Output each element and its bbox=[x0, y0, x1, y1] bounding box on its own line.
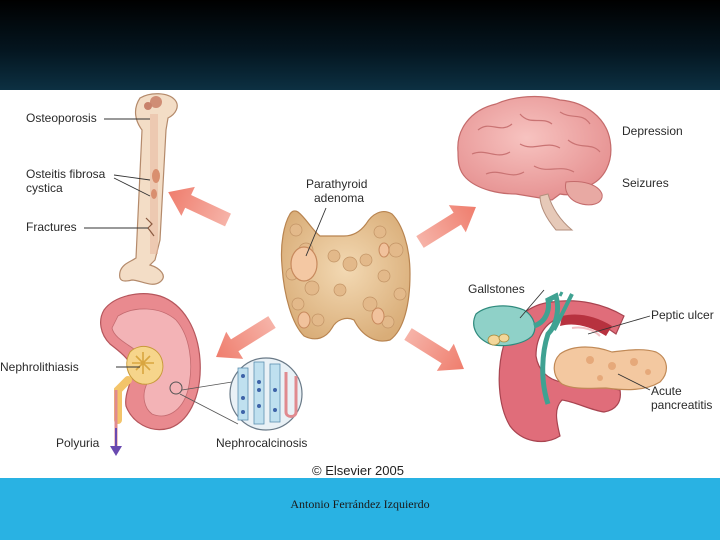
arrow-to-brain-icon bbox=[412, 193, 485, 255]
label-acute-line1: Acute bbox=[651, 385, 682, 398]
nephrocalcinosis-zoom bbox=[230, 358, 302, 430]
label-osteitis-fibrosa-line2: cystica bbox=[26, 182, 63, 195]
hyperparathyroidism-figure: Osteoporosis Osteitis fibrosa cystica Fr… bbox=[0, 90, 720, 478]
bone-illustration bbox=[120, 94, 178, 285]
arrow-to-digestive-icon bbox=[400, 320, 473, 382]
digestive-organs-illustration bbox=[474, 292, 667, 441]
label-nephrocalcinosis: Nephrocalcinosis bbox=[216, 437, 307, 450]
label-depression: Depression bbox=[622, 125, 683, 138]
label-osteoporosis: Osteoporosis bbox=[26, 112, 97, 125]
top-band bbox=[0, 0, 720, 90]
thyroid-illustration bbox=[281, 211, 410, 341]
figure-illustration bbox=[0, 90, 720, 478]
label-nephrolithiasis: Nephrolithiasis bbox=[0, 361, 79, 374]
label-adenoma-line2: adenoma bbox=[314, 192, 364, 205]
footer-band: Antonio Ferrández Izquierdo bbox=[0, 478, 720, 540]
brain-illustration bbox=[458, 97, 611, 230]
label-gallstones: Gallstones bbox=[468, 283, 525, 296]
arrow-to-bone-icon bbox=[161, 178, 234, 235]
label-seizures: Seizures bbox=[622, 177, 669, 190]
label-osteitis-fibrosa-line1: Osteitis fibrosa bbox=[26, 168, 105, 181]
label-adenoma-line1: Parathyroid bbox=[306, 178, 367, 191]
copyright-notice: © Elsevier 2005 bbox=[312, 463, 404, 478]
kidney-illustration bbox=[101, 294, 238, 456]
label-peptic-ulcer: Peptic ulcer bbox=[651, 309, 714, 322]
label-acute-line2: pancreatitis bbox=[651, 399, 712, 412]
label-fractures: Fractures bbox=[26, 221, 77, 234]
author-name: Antonio Ferrández Izquierdo bbox=[0, 497, 720, 512]
label-polyuria: Polyuria bbox=[56, 437, 99, 450]
